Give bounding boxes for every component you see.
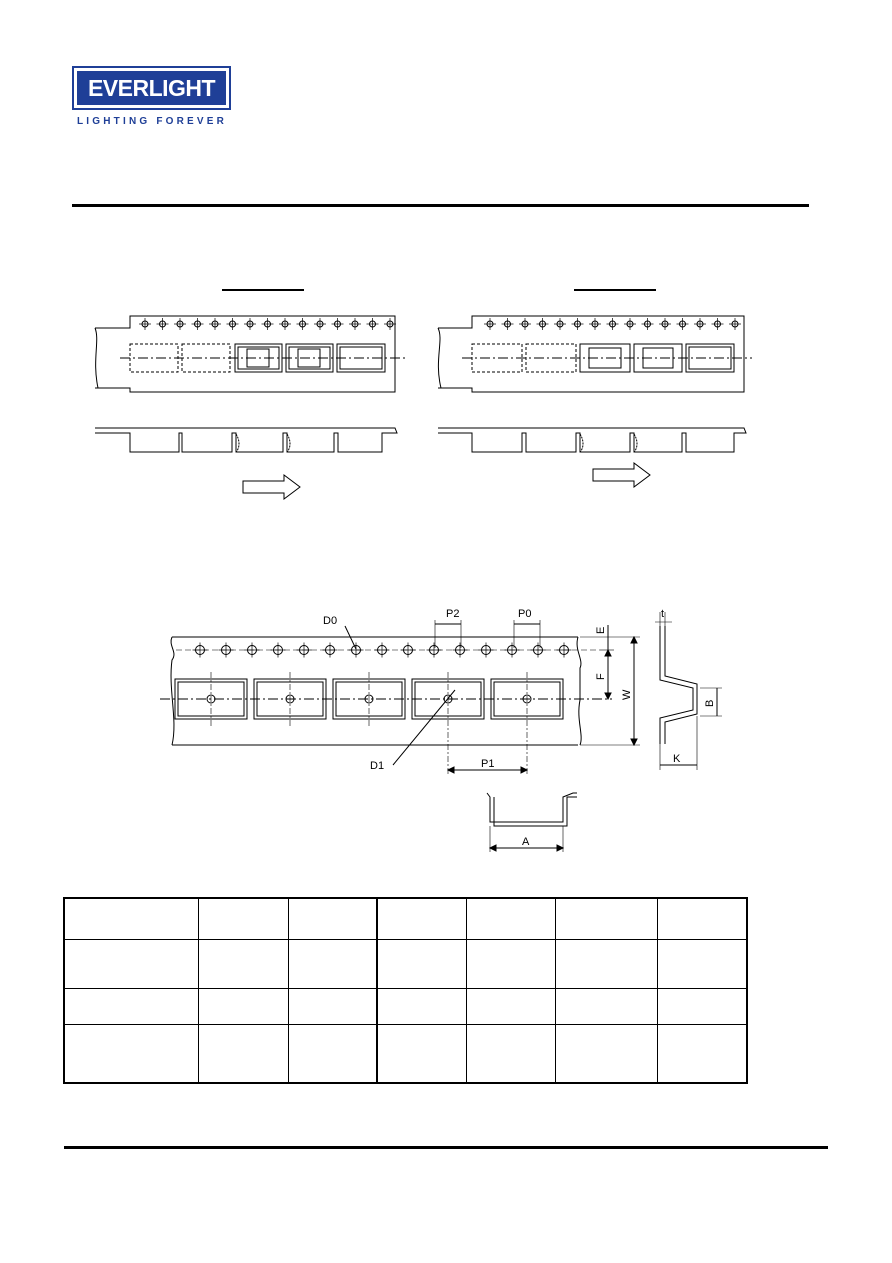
table-cell: [63, 897, 199, 940]
label-e: E: [595, 627, 607, 634]
label-k: K: [673, 753, 681, 765]
header-rule: [72, 204, 809, 207]
footer-rule: [64, 1146, 828, 1149]
label-p2: P2: [446, 608, 459, 620]
table-cell: [554, 938, 658, 989]
table-cell: [63, 1023, 199, 1084]
table-cell: [376, 897, 467, 940]
table-cell: [656, 938, 748, 989]
table-cell: [465, 938, 556, 989]
label-t: t: [661, 608, 664, 620]
table-cell: [63, 987, 199, 1025]
table-cell: [656, 987, 748, 1025]
table-cell: [197, 1023, 289, 1084]
table-cell: [197, 987, 289, 1025]
table-cell: [554, 897, 658, 940]
left-option-heading-underline: [222, 289, 304, 291]
table-row: [63, 1023, 748, 1084]
table-cell: [287, 938, 378, 989]
label-d1: D1: [370, 760, 384, 772]
logo-tagline: LIGHTING FOREVER: [77, 116, 228, 127]
table-cell: [197, 897, 289, 940]
table-cell: [197, 938, 289, 989]
table-cell: [376, 987, 467, 1025]
everlight-logo: EVERLIGHT: [72, 66, 231, 110]
logo-background: EVERLIGHT: [77, 71, 226, 105]
tape-spec-table: [63, 897, 748, 1084]
table-cell: [465, 897, 556, 940]
label-d0: D0: [323, 615, 337, 627]
table-cell: [656, 897, 748, 940]
label-w: W: [621, 689, 633, 700]
table-cell: [656, 1023, 748, 1084]
label-b: B: [704, 700, 716, 707]
table-cell: [554, 1023, 658, 1084]
label-f: F: [595, 673, 607, 680]
table-cell: [465, 1023, 556, 1084]
table-cell: [465, 987, 556, 1025]
label-p1: P1: [481, 758, 494, 770]
table-cell: [287, 897, 378, 940]
table-row: [63, 987, 748, 1025]
table-cell: [63, 938, 199, 989]
table-cell: [287, 1023, 378, 1084]
table-cell: [554, 987, 658, 1025]
table-cell: [287, 987, 378, 1025]
table-row: [63, 897, 748, 940]
label-a: A: [522, 836, 530, 848]
table-cell: [376, 1023, 467, 1084]
logo-wordmark: EVERLIGHT: [87, 74, 216, 101]
table-row: [63, 938, 748, 989]
right-option-heading-underline: [574, 289, 656, 291]
table-cell: [376, 938, 467, 989]
label-p0: P0: [518, 608, 531, 620]
